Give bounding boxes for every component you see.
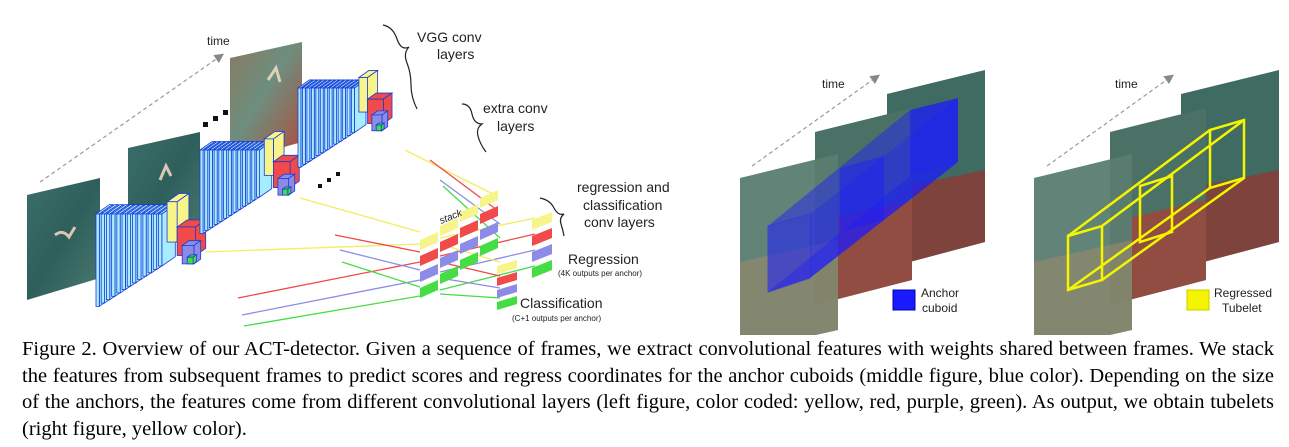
- feature-connections: [204, 149, 536, 327]
- regression-slab: [532, 228, 552, 246]
- stacked-slab: [480, 206, 498, 224]
- anchor-legend-line1: Anchor: [921, 286, 959, 300]
- conv-stack-3: [296, 69, 394, 168]
- tubelet-legend-line1: Regressed: [1214, 286, 1272, 300]
- stacked-slab: [440, 250, 458, 268]
- classification-slab: [497, 272, 517, 286]
- regression-slab: [532, 244, 552, 262]
- frame-front: [1034, 154, 1132, 335]
- regressed-tubelet: [1066, 118, 1246, 292]
- regression-slab: [532, 212, 552, 230]
- stacked-slab: [440, 218, 458, 236]
- stacked-slab: [420, 280, 438, 298]
- conv-stack-2: [198, 130, 301, 235]
- time-label: time: [1115, 77, 1138, 91]
- regcls-label-line3: conv layers: [584, 214, 655, 230]
- green-feature-block: [374, 122, 386, 132]
- conv-stack-1: [94, 192, 207, 308]
- classification-slab: [497, 296, 517, 310]
- time-arrow: [1046, 74, 1174, 167]
- stacked-slab: [440, 266, 458, 284]
- right-diagram: time Regressed Tubelet: [1034, 70, 1279, 335]
- vgg-brace: [382, 24, 418, 110]
- stacked-slab: [480, 222, 498, 240]
- stacked-slab: [460, 204, 478, 222]
- anchor-legend-swatch: [892, 289, 916, 311]
- stacked-slab: [440, 234, 458, 252]
- classification-sublabel: (C+1 outputs per anchor): [512, 314, 601, 323]
- regcls-brace: [539, 197, 565, 237]
- left-diagram: time: [27, 24, 670, 327]
- stacked-slab: [460, 252, 478, 270]
- classification-slab: [497, 260, 517, 274]
- green-feature-block: [185, 254, 198, 265]
- ellipsis-dots-top: [203, 110, 228, 127]
- time-arrow: [751, 74, 880, 167]
- regcls-label-line1: regression and: [577, 179, 670, 195]
- stacked-slab: [420, 264, 438, 282]
- vgg-label-line1: VGG conv: [417, 29, 482, 45]
- time-label: time: [822, 77, 845, 91]
- regression-sublabel: (4K outputs per anchor): [558, 269, 642, 278]
- stacked-slab: [420, 232, 438, 250]
- time-label: time: [207, 34, 230, 48]
- video-frame-1: [27, 178, 100, 300]
- extra-brace: [461, 103, 487, 153]
- stacked-slab: [420, 248, 438, 266]
- regcls-label-line2: classification: [583, 197, 662, 213]
- tubelet-legend-swatch: [1186, 289, 1210, 311]
- stacked-slab: [480, 238, 498, 256]
- vgg-label-line2: layers: [437, 46, 474, 62]
- anchor-cuboid: [767, 98, 958, 293]
- stacked-slab: [460, 236, 478, 254]
- figure-caption: Figure 2. Overview of our ACT-detector. …: [22, 338, 1274, 440]
- classification-label: Classification: [520, 295, 602, 311]
- anchor-legend-line2: cuboid: [922, 301, 957, 315]
- regression-classification-outputs: [497, 212, 552, 310]
- middle-diagram: time Anchor cuboid: [740, 70, 985, 335]
- classification-slab: [497, 284, 517, 298]
- green-feature-block: [281, 186, 293, 196]
- extra-label-line1: extra conv: [483, 100, 548, 116]
- stacked-slab: [480, 190, 498, 208]
- regression-label: Regression: [568, 251, 639, 267]
- stacked-slab: [460, 220, 478, 238]
- regression-slab: [532, 260, 552, 278]
- act-detector-figure: time: [27, 24, 1279, 335]
- ellipsis-dots-mid: [318, 172, 340, 188]
- extra-label-line2: layers: [497, 118, 534, 134]
- time-arrow: [39, 53, 224, 183]
- tubelet-legend-line2: Tubelet: [1222, 301, 1262, 315]
